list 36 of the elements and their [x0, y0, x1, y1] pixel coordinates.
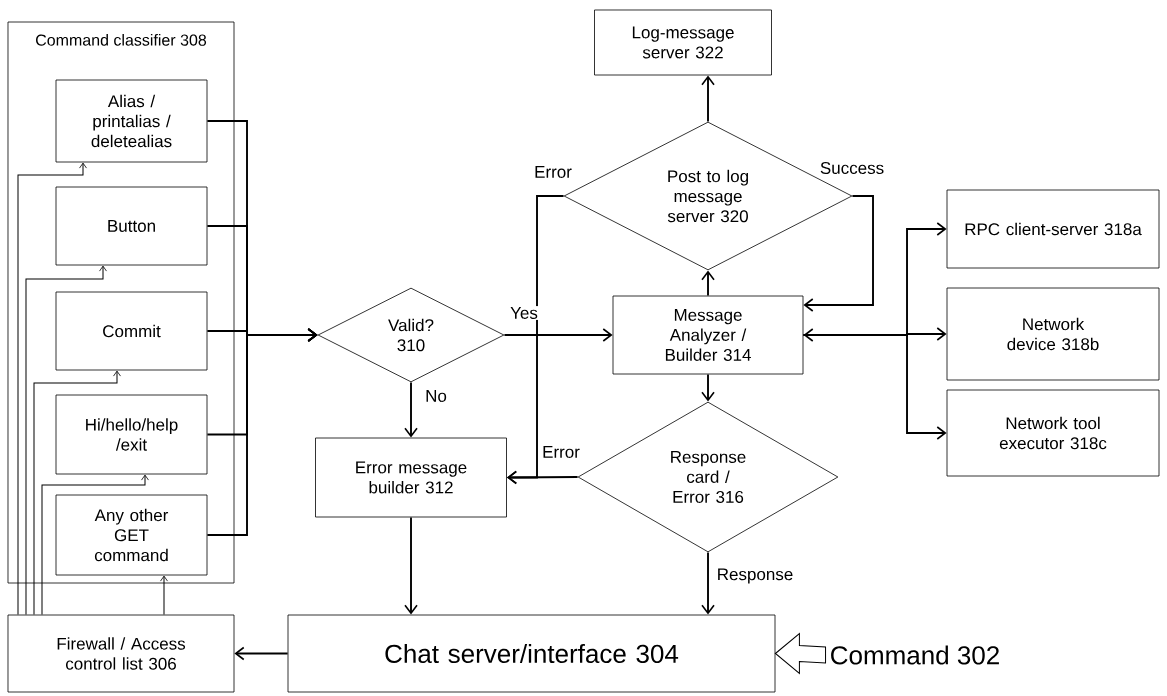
arrow — [41, 474, 149, 616]
process-box: Firewall / Access control list 306 — [7, 614, 235, 693]
process-box: RPC client-server 318a — [946, 189, 1160, 269]
process-box: Network device 318b — [946, 287, 1160, 381]
arrow — [701, 551, 715, 615]
arrow — [701, 75, 715, 123]
process-box: Error message builder 312 — [315, 437, 507, 518]
arrow — [404, 516, 418, 615]
process-box: Log-message server 322 — [594, 9, 772, 76]
edge-label: No — [424, 389, 448, 403]
edge-label: Yes — [509, 306, 539, 320]
arrow — [234, 646, 289, 661]
process-box: Hi/hello/help /exit — [55, 394, 208, 475]
arrow — [701, 270, 715, 297]
process-box: Commit — [55, 291, 208, 371]
block-arrow — [774, 633, 827, 674]
arrow — [25, 265, 107, 616]
arrow — [33, 370, 121, 616]
arrow — [802, 334, 947, 440]
arrow — [160, 575, 168, 616]
process-box: Network tool executor 318c — [946, 389, 1160, 477]
arrow — [404, 381, 418, 438]
arrow — [803, 327, 947, 342]
arrow — [701, 373, 715, 402]
arrow — [506, 470, 579, 485]
process-box: Button — [55, 186, 208, 266]
process-box: Message Analyzer / Builder 314 — [612, 295, 804, 375]
process-box: Any other GET command — [55, 494, 208, 576]
edge-label: Response — [715, 567, 795, 585]
process-box: Alias / printalias / deletealias — [55, 79, 208, 163]
command-label: Command 302 — [831, 645, 999, 665]
arrow — [206, 328, 318, 536]
arrow — [803, 195, 874, 312]
interface-box: Chat server/interface 304 — [287, 614, 776, 693]
arrow — [503, 328, 613, 342]
arrow — [17, 162, 87, 616]
